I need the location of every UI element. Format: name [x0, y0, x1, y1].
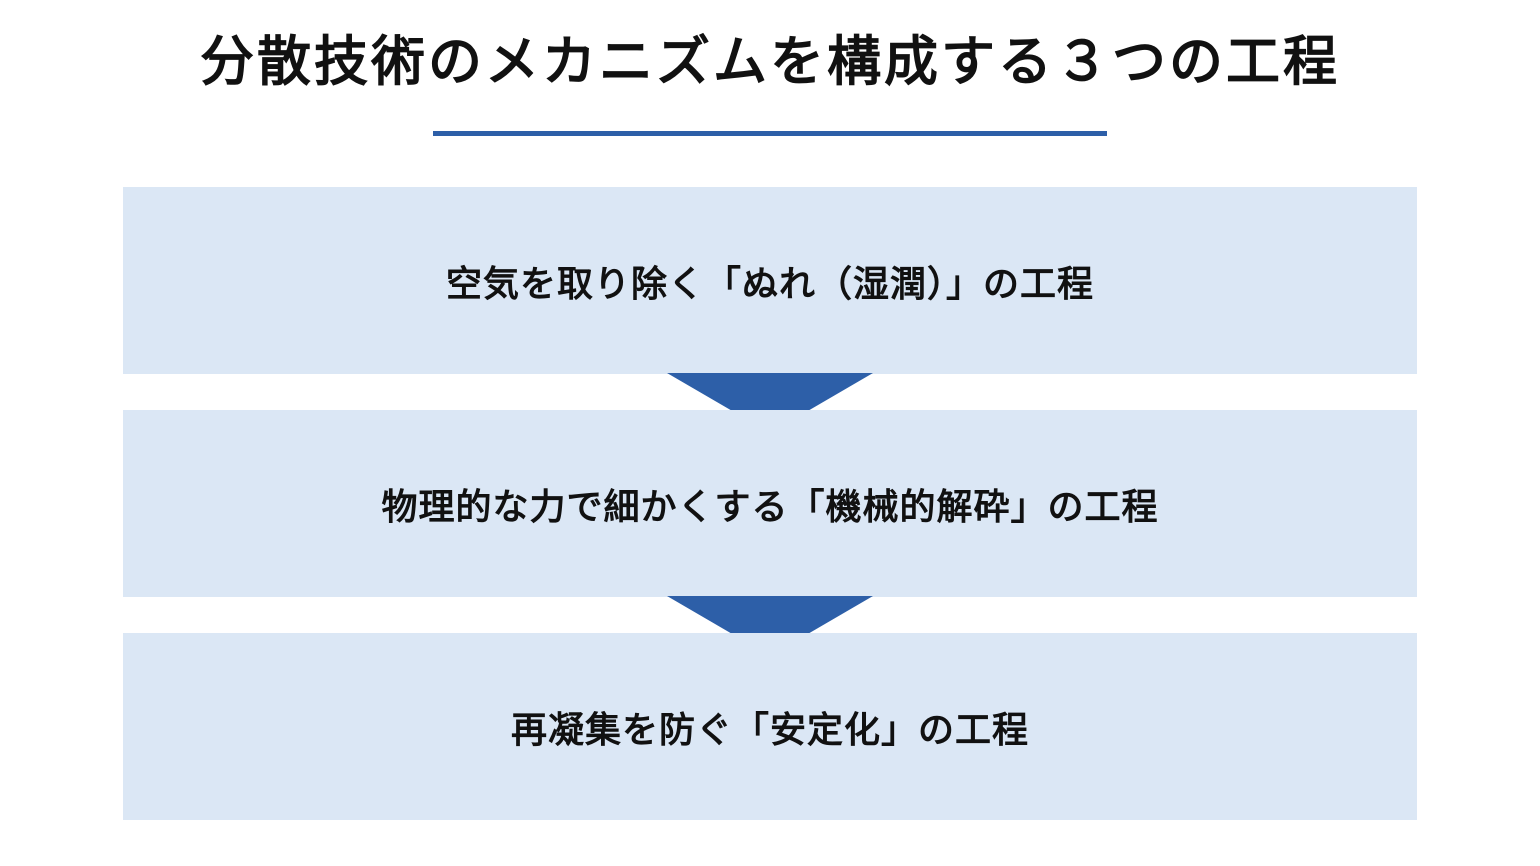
process-step-mechanical-crushing: 物理的な力で細かくする「機械的解砕」の工程	[123, 410, 1417, 597]
page-title: 分散技術のメカニズムを構成する３つの工程	[200, 30, 1340, 93]
process-step-label: 空気を取り除く「ぬれ（湿潤）」の工程	[445, 263, 1094, 305]
down-arrow-icon	[667, 596, 873, 656]
title-underline	[433, 131, 1107, 136]
process-step-stabilization: 再凝集を防ぐ「安定化」の工程	[123, 633, 1417, 820]
process-step-label: 再凝集を防ぐ「安定化」の工程	[510, 709, 1029, 751]
process-step-wetting: 空気を取り除く「ぬれ（湿潤）」の工程	[123, 187, 1417, 374]
process-step-label: 物理的な力で細かくする「機械的解砕」の工程	[381, 486, 1159, 528]
down-arrow-icon	[667, 373, 873, 433]
